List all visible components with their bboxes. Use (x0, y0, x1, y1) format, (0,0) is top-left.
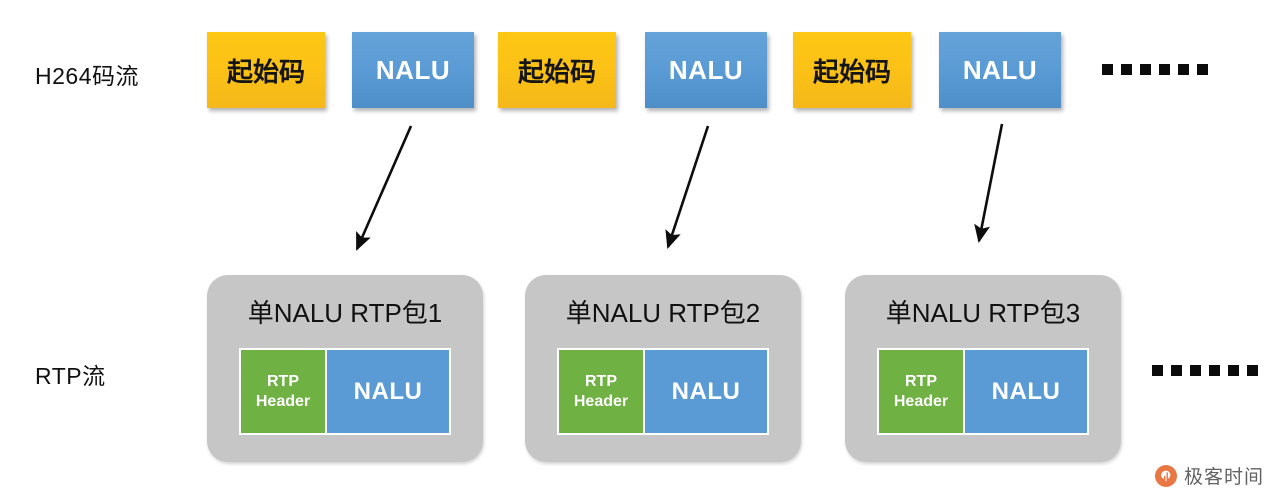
geekbang-logo-icon (1155, 464, 1177, 487)
rtp-packet-2-title: 单NALU RTP包2 (565, 298, 761, 328)
row-label-h264-stream: H264码流 (35, 63, 139, 89)
rtp-packet-3-title: 单NALU RTP包3 (885, 298, 1081, 328)
rtp-packet-2-header-line1: RTP (585, 372, 617, 390)
rtp-packet-2-body: RTP Header NALU (557, 348, 769, 435)
rtp-packet-3-body: RTP Header NALU (877, 348, 1089, 435)
rtp-packet-1-payload-segment: NALU (327, 350, 449, 433)
rtp-packet-3: 单NALU RTP包3 RTP Header NALU (845, 275, 1121, 462)
arrow-nalu2-to-packet2 (665, 125, 710, 249)
rtp-packet-2-header-line2: Header (573, 392, 629, 410)
rtp-packet-2-payload-segment: NALU (645, 350, 767, 433)
rtp-packet-1: 单NALU RTP包1 RTP Header NALU (207, 275, 483, 462)
watermark-text: 极客时间 (1184, 467, 1265, 488)
rtp-packet-1-header-segment: RTP Header (241, 350, 327, 433)
rtp-packet-3-header-line2: Header (893, 392, 949, 410)
rtp-packet-3-header-segment: RTP Header (879, 350, 965, 433)
rtp-packet-2-header-segment: RTP Header (559, 350, 645, 433)
rtp-packet-1-body: RTP Header NALU (239, 348, 451, 435)
rtp-packet-1-header-line1: RTP (267, 372, 299, 390)
arrow-nalu1-to-packet1 (355, 125, 413, 251)
rtp-packet-2-payload-label: NALU (671, 377, 741, 405)
arrow-nalu3-to-packet3 (974, 123, 1004, 244)
h264-stream-ellipsis-icon (1102, 64, 1216, 75)
rtp-packet-1-payload-label: NALU (353, 377, 423, 405)
rtp-packet-2: 单NALU RTP包2 RTP Header NALU (525, 275, 801, 462)
rtp-packet-1-title: 单NALU RTP包1 (247, 298, 443, 328)
rtp-packet-1-header-line2: Header (255, 392, 311, 410)
rtp-packet-3-payload-label: NALU (991, 377, 1061, 405)
rtp-stream-ellipsis-icon (1152, 365, 1266, 376)
rtp-packet-3-payload-segment: NALU (965, 350, 1087, 433)
row-label-rtp-stream: RTP流 (35, 363, 106, 389)
watermark: 极客时间 (1155, 462, 1264, 489)
rtp-packet-3-header-line1: RTP (905, 372, 937, 390)
